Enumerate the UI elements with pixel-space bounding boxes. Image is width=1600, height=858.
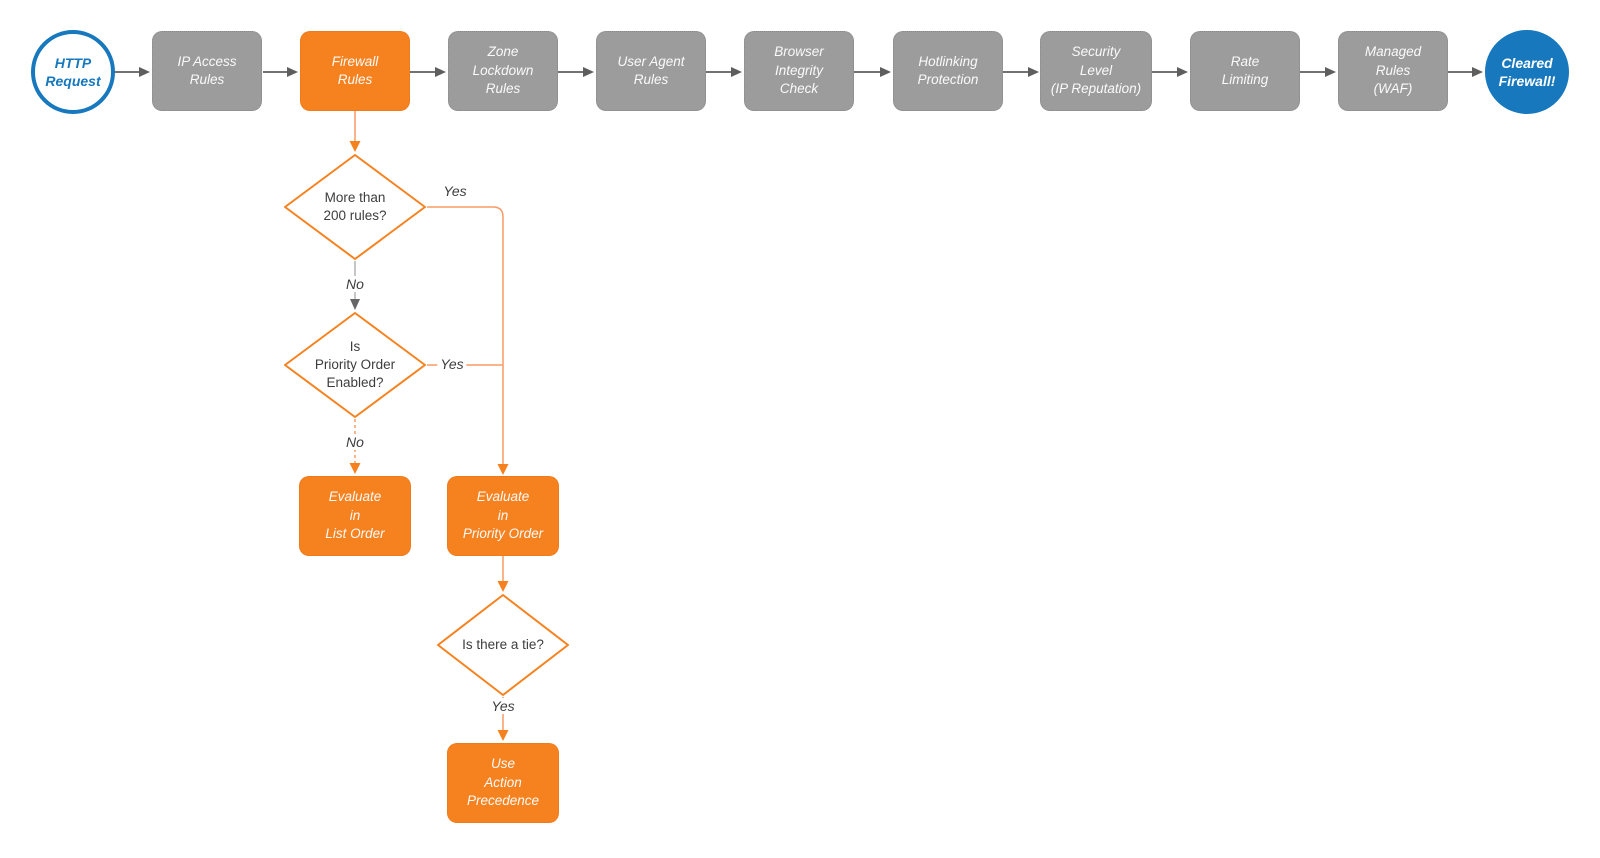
arrow-hotlinking-to-security xyxy=(1003,67,1039,77)
arrow-firewall-to-decision1 xyxy=(349,111,361,152)
node-browser-integrity-check-label: Browser Integrity Check xyxy=(774,44,824,97)
node-firewall-rules: Firewall Rules xyxy=(300,31,410,111)
node-user-agent-rules-label: User Agent Rules xyxy=(617,53,685,87)
node-security-level: Security Level (IP Reputation) xyxy=(1040,31,1152,111)
arrow-priority-order-to-decision3 xyxy=(497,556,509,592)
node-http-request-label: HTTP Request xyxy=(45,54,101,89)
process-evaluate-list-order-label: Evaluate in List Order xyxy=(325,489,385,542)
decision-priority-order-enabled-label: Is Priority Order Enabled? xyxy=(314,338,396,391)
node-rate-limiting-label: Rate Limiting xyxy=(1221,53,1269,87)
process-use-action-precedence: Use Action Precedence xyxy=(447,743,559,823)
node-browser-integrity-check: Browser Integrity Check xyxy=(744,31,854,111)
node-hotlinking-protection-label: Hotlinking Protection xyxy=(917,53,979,87)
node-zone-lockdown-rules-label: Zone Lockdown Rules xyxy=(472,44,534,97)
decision-is-there-a-tie-label: Is there a tie? xyxy=(462,636,544,652)
node-rate-limiting: Rate Limiting xyxy=(1190,31,1300,111)
arrow-decision1-yes-to-priority-order xyxy=(427,206,509,475)
arrow-security-to-rate xyxy=(1151,67,1188,77)
node-zone-lockdown-rules: Zone Lockdown Rules xyxy=(448,31,558,111)
arrow-zone-to-user-agent xyxy=(558,67,594,77)
node-managed-rules-waf: Managed Rules (WAF) xyxy=(1338,31,1448,111)
arrow-rate-to-managed xyxy=(1300,67,1336,77)
node-cleared-firewall-label: Cleared Firewall! xyxy=(1498,54,1556,89)
diamond-shape xyxy=(284,154,426,260)
process-use-action-precedence-label: Use Action Precedence xyxy=(466,756,540,809)
node-firewall-rules-label: Firewall Rules xyxy=(331,53,379,87)
edge-label-decision3-yes: Yes xyxy=(488,698,518,714)
arrow-http-to-ip-access xyxy=(115,67,150,77)
arrow-firewall-to-zone xyxy=(410,67,446,77)
diamond-shape xyxy=(437,594,569,696)
node-managed-rules-waf-label: Managed Rules (WAF) xyxy=(1364,44,1422,97)
arrow-decision2-no-to-list-order xyxy=(349,419,361,474)
edge-label-decision2-no: No xyxy=(343,434,367,450)
decision-is-there-a-tie: Is there a tie? xyxy=(436,593,570,697)
node-security-level-label: Security Level (IP Reputation) xyxy=(1050,44,1142,97)
node-http-request: HTTP Request xyxy=(31,30,115,114)
arrow-browser-to-hotlinking xyxy=(854,67,891,77)
process-evaluate-priority-order: Evaluate in Priority Order xyxy=(447,476,559,556)
node-user-agent-rules: User Agent Rules xyxy=(596,31,706,111)
edge-label-decision1-no: No xyxy=(343,276,367,292)
decision-priority-order-enabled: Is Priority Order Enabled? xyxy=(283,311,427,419)
edge-label-decision2-yes: Yes xyxy=(437,356,467,372)
arrow-ip-access-to-firewall xyxy=(263,67,298,77)
edge-label-decision1-yes: Yes xyxy=(440,183,470,199)
arrow-user-agent-to-browser xyxy=(706,67,742,77)
node-ip-access-rules: IP Access Rules xyxy=(152,31,262,111)
process-evaluate-list-order: Evaluate in List Order xyxy=(299,476,411,556)
diamond-shape xyxy=(284,312,426,418)
decision-more-than-200-rules-label: More than 200 rules? xyxy=(323,189,387,223)
arrow-managed-to-cleared xyxy=(1448,67,1483,77)
node-cleared-firewall: Cleared Firewall! xyxy=(1485,30,1569,114)
process-evaluate-priority-order-label: Evaluate in Priority Order xyxy=(462,489,544,542)
decision-more-than-200-rules: More than 200 rules? xyxy=(283,153,427,261)
node-ip-access-rules-label: IP Access Rules xyxy=(177,53,237,87)
node-hotlinking-protection: Hotlinking Protection xyxy=(893,31,1003,111)
